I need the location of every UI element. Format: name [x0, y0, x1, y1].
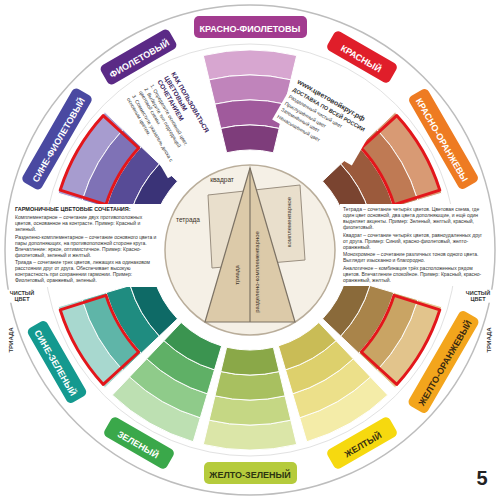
color-swatch [164, 323, 222, 370]
page-number: 5 [475, 467, 488, 490]
panel-heading: ГАРМОНИЧНЫЕ ЦВЕТОВЫЕ СОЧЕТАНИЯ: [15, 206, 159, 213]
scheme-label: квадрат [209, 176, 235, 183]
color-swatch [278, 323, 336, 370]
panel-text: Разделено-комплементарное – сочетание ос… [15, 234, 159, 258]
scheme-label: триада [234, 264, 241, 286]
panel-text: Монохромное – сочетание различных тонов … [343, 251, 485, 263]
triad-label: ТРИАДА [8, 326, 15, 353]
pointer-line [249, 168, 250, 322]
center-disc [165, 165, 335, 335]
color-swatch [221, 125, 279, 153]
color-swatch [130, 278, 177, 336]
triad-label: ТРИАДА [486, 326, 493, 353]
panel-text: Тетрада – сочетание четырёх цветов. Цвет… [343, 206, 485, 230]
scheme-label: комплементарное [286, 196, 293, 248]
color-name: ЖЕЛТО-ЗЕЛЕНЫЙ [209, 464, 290, 486]
panel-text: Квадрат – сочетание четырёх цветов, равн… [343, 232, 485, 250]
outer-disc [5, 5, 495, 495]
panel-text: Аналогичное – комбинация трёх расположен… [343, 265, 485, 283]
panel-text: Комплементарное – сочетание двух противо… [15, 214, 159, 232]
pure-color-label: ЧИСТЫЙ ЦВЕТ [460, 290, 496, 303]
color-tab: ЖЕЛТО-ЗЕЛЕНЫЙ [204, 462, 297, 484]
color-name: КРАСНО-ФИОЛЕТОВЫ [200, 18, 301, 40]
text-panel: ГАРМОНИЧНЫЕ ЦВЕТОВЫЕ СОЧЕТАНИЯ:Комплемен… [12, 204, 162, 287]
scheme-label: тетрада [175, 216, 201, 223]
scheme-label: разделено-комплементарное [254, 230, 261, 314]
pure-color-label: ЧИСТЫЙ ЦВЕТ [4, 290, 40, 303]
color-swatch [221, 347, 279, 375]
text-panel: Тетрада – сочетание четырёх цветов. Цвет… [340, 204, 488, 286]
panel-text: Триада – сочетание трех цветов, лежащих … [15, 259, 159, 283]
color-swatch [323, 278, 370, 336]
triangle-shape [205, 168, 295, 322]
color-swatch [215, 372, 285, 400]
color-tab: КРАСНО-ФИОЛЕТОВЫ [194, 16, 307, 38]
